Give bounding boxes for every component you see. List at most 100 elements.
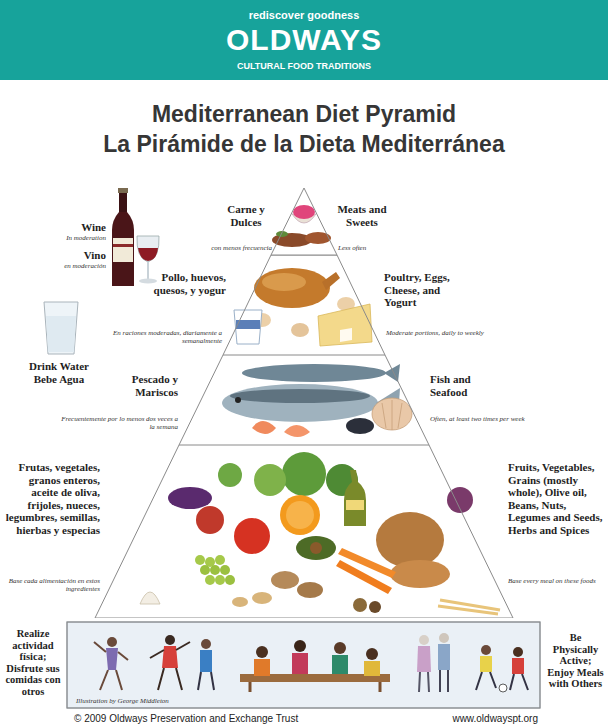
art-shape [334,642,346,654]
tier-heading: Meats and Sweets [334,203,390,228]
art-shape [262,273,306,291]
art-shape [286,501,314,529]
tier-shape [271,188,337,255]
art-shape [280,495,320,535]
art-shape [254,464,286,496]
tier-heading: Fruits, Vegetables, Grains (mostly whole… [508,461,604,536]
art-shape [384,364,400,382]
pyramid-tier: Frutas, vegetales, granos enteros, aceit… [0,445,608,618]
copyright: © 2009 Oldways Preservation and Exchange… [74,713,394,725]
art-shape [481,645,491,655]
art-shape [256,646,268,658]
art-shape [480,656,492,672]
art-shape [139,279,157,284]
art-shape [235,397,241,403]
art-shape [44,302,78,354]
art-shape [440,670,448,692]
art-shape [67,622,540,708]
side-heading: Wine [30,221,106,234]
tier-outline [0,355,608,445]
art-shape [369,601,381,613]
art-shape [198,672,214,690]
art-shape [222,384,378,422]
art-shape [346,418,374,434]
activity-band: Realize actividad física; Disfrute sus c… [0,620,608,712]
art-shape [296,536,336,560]
pyramid-tier: Pescado y MariscosFrecuentemente por lo … [0,355,608,445]
art-shape [113,244,133,247]
website: www.oldwayspt.org [400,713,538,725]
art-shape [137,236,159,262]
tier-note: En raciones moderadas, diariamente a sem… [100,329,222,345]
art-shape [113,238,133,262]
side-note: en moderación [20,262,106,270]
art-shape [252,421,276,434]
tier-heading: Pescado y Mariscos [98,373,178,398]
art-shape [338,548,396,578]
art-shape [205,575,215,585]
side-heading: Vino [30,249,106,262]
art-shape [165,635,175,645]
art-shape [118,188,128,193]
side-heading: Drink Water [6,360,112,373]
art-shape [225,575,235,585]
tier-heading: Pollo, huevos, quesos, y yogur [144,271,226,296]
art-shape [332,655,348,674]
art-shape [510,674,528,690]
art-shape [284,425,310,437]
band-heading: Be Physically Active; Enjoy Meals with O… [546,632,605,690]
tier-note: Base cada alimentación en estos ingredie… [4,577,100,593]
pyramid-tier: Pollo, huevos, quesos, y yogur En racione… [0,255,608,355]
art-shape [271,571,299,589]
art-shape [106,648,118,670]
art-shape [232,597,248,607]
art-shape [353,598,367,612]
band-heading: Realize actividad física; Disfrute sus c… [3,628,63,697]
art-shape [322,272,340,290]
tier-heading: Fish and Seafood [430,373,510,398]
art-shape [200,650,212,672]
art-shape [218,463,242,487]
tier-heading: Frutas, vegetales, granos enteros, aceit… [4,461,100,536]
tier-note: con menos frecuencia [186,244,272,252]
art-shape [438,606,498,614]
art-shape [46,316,76,352]
art-shape [242,364,386,382]
art-shape [195,555,205,565]
art-shape [138,248,158,261]
art-shape [372,398,412,430]
art-shape [234,518,270,554]
side-note: In moderation [20,234,106,242]
tier-note: Frecuentemente por lo menos dos veces a … [58,415,178,431]
art-shape [201,639,211,649]
art-shape [0,0,608,80]
art-shape [346,500,364,510]
brand-subtitle: CULTURAL FOOD TRADITIONS [0,61,608,72]
tier-note: Moderate portions, daily to weekly [386,329,508,337]
credit-note: Illustration by George Middleton [76,697,276,705]
art-shape [140,592,160,604]
art-shape [112,212,134,286]
art-shape [107,637,117,647]
art-shape [417,646,431,672]
tier-heading: Carne y Dulces [218,203,274,228]
tier-heading: Poultry, Eggs, Cheese, and Yogurt [384,271,466,309]
art-shape [94,642,128,690]
tier-note: Often, at least two times per week [430,415,550,423]
art-shape [439,633,449,643]
art-shape [200,565,210,575]
art-shape [419,635,429,645]
tier-shape [95,445,513,618]
art-shape [196,506,224,534]
art-shape [210,565,220,575]
art-shape [513,647,523,657]
art-shape [220,565,230,575]
art-shape [230,389,370,403]
art-shape [293,205,315,219]
art-shape [215,555,225,565]
title: Mediterranean Diet Pyramid [0,101,608,128]
art-shape [376,512,444,568]
art-shape [112,188,159,286]
brand-name: OLDWAYS [0,23,608,57]
tagline: rediscover goodness [0,9,608,22]
